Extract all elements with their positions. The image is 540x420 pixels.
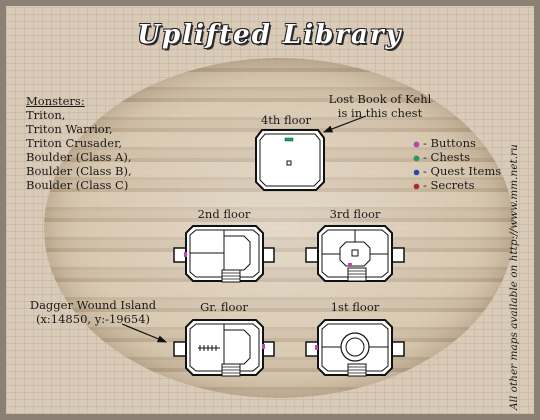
background-oval xyxy=(44,58,514,398)
map-legend: - Buttons - Chests - Quest Items - Secre… xyxy=(414,136,501,192)
monster-item: Boulder (Class A), xyxy=(26,150,132,164)
dagger-island-note-line2: (x:14850, y:-19654) xyxy=(35,312,151,326)
floor-plan-4th xyxy=(255,129,325,191)
map-title: Uplifted Library xyxy=(137,20,403,50)
floor-label-ground: Gr. floor xyxy=(200,300,248,314)
monster-item: Triton, xyxy=(26,108,66,122)
lost-book-note-line1: Lost Book of Kehl xyxy=(328,92,432,106)
legend-buttons: - Buttons xyxy=(414,136,501,150)
floor-plans xyxy=(121,115,405,377)
secret-dot-icon xyxy=(414,183,419,189)
legend-secrets: - Secrets xyxy=(414,178,501,192)
floor-label-2nd: 2nd floor xyxy=(197,207,251,221)
monsters-list: Triton, Triton Warrior, Triton Crusader,… xyxy=(26,108,132,192)
chest-marker xyxy=(284,137,294,142)
floor-label-3rd: 3rd floor xyxy=(329,207,381,221)
floor-plan-3rd xyxy=(305,225,405,282)
monster-item: Triton Crusader, xyxy=(26,136,122,150)
legend-quest-items: - Quest Items xyxy=(414,164,501,178)
button-marker xyxy=(262,344,265,349)
quest-item-dot-icon xyxy=(414,169,419,175)
lost-book-note-line2: is in this chest xyxy=(337,106,423,120)
floor-label-4th: 4th floor xyxy=(260,113,311,127)
button-marker xyxy=(315,345,318,350)
button-marker xyxy=(184,252,187,257)
button-marker xyxy=(348,263,352,266)
floor-plan-1st xyxy=(305,319,405,377)
monster-item: Triton Warrior, xyxy=(26,122,113,136)
button-dot-icon xyxy=(414,141,419,147)
monster-item: Boulder (Class C) xyxy=(26,178,129,192)
monsters-heading: Monsters: xyxy=(26,94,85,108)
floor-plan-ground xyxy=(173,319,275,377)
monster-item: Boulder (Class B), xyxy=(26,164,132,178)
floor-plan-2nd xyxy=(173,225,275,283)
dagger-island-arrow xyxy=(121,323,168,343)
chest-dot-icon xyxy=(414,155,419,161)
legend-chests: - Chests xyxy=(414,150,501,164)
floor-label-1st: 1st floor xyxy=(330,300,380,314)
dagger-island-note-line1: Dagger Wound Island xyxy=(29,298,157,312)
lost-book-arrow xyxy=(322,115,367,133)
